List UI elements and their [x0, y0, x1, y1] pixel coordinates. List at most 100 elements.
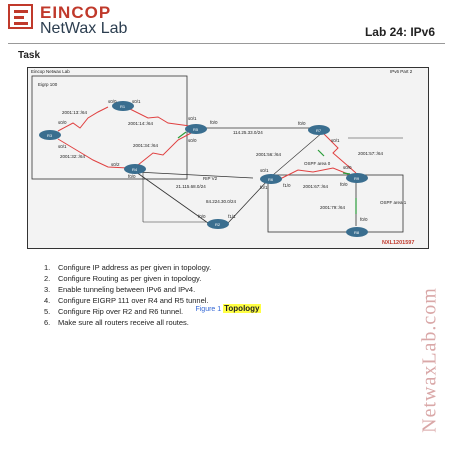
router-r5-icon: R5	[185, 124, 207, 134]
interface-label: s0/1	[132, 99, 141, 104]
interface-label: s0/0	[188, 138, 197, 143]
caption-prefix: Figure 1	[195, 306, 222, 313]
caption-highlight: Topology	[223, 304, 261, 313]
interface-label: f1/1	[228, 214, 236, 219]
interface-label: f0/0	[128, 174, 136, 179]
brand-subtitle: NetWax Lab	[40, 20, 128, 37]
frame-right-label: IPv6 Part 2	[390, 69, 413, 74]
list-item: 3. Enable tunneling between IPv6 and IPv4…	[44, 284, 211, 295]
link-r7-r9	[322, 132, 357, 174]
net-label: 2001:67::/64	[303, 184, 329, 189]
list-item-number: 3.	[44, 285, 51, 294]
interface-label: s0/0	[343, 165, 352, 170]
rip-label: RIP V2	[203, 176, 218, 181]
net-label: 21.115.68.0/24	[176, 184, 206, 189]
router-r1-icon: R1	[112, 101, 134, 111]
link-r2-r6	[227, 179, 269, 224]
list-item-text: Configure IP address as per given in top…	[58, 263, 212, 272]
interface-label: s0/1	[331, 138, 340, 143]
watermark: NetwaxLab.com	[410, 285, 450, 435]
list-item-text: Make sure all routers receive all routes…	[58, 318, 189, 327]
interface-label: f1/0	[283, 183, 291, 188]
router-r3-icon: R3	[39, 130, 61, 140]
header-divider	[8, 43, 445, 44]
link-r3-r4	[57, 138, 129, 169]
router-r6-icon: R6	[260, 174, 282, 184]
list-item: 2. Configure Routing as per given in topo…	[44, 273, 211, 284]
router-r6-label: R6	[268, 177, 274, 182]
net-label: 2001:32::/64	[60, 154, 86, 159]
task-list: 1. Configure IP address as per given in t…	[44, 262, 211, 328]
figure-caption: Figure 1 Topology	[28, 304, 428, 313]
link-r6-r7	[272, 131, 324, 176]
net-label: 2001:79::/64	[320, 205, 346, 210]
interface-label: f0/0	[210, 120, 218, 125]
interface-label: f0/0	[198, 214, 206, 219]
ospf-area0-label: OSPF area 0	[304, 161, 331, 166]
interface-label: s0/0	[108, 99, 117, 104]
interface-label: f0/0	[360, 217, 368, 222]
arrow-icon	[177, 131, 187, 139]
list-item-number: 6.	[44, 318, 51, 327]
router-r2-icon: R2	[207, 219, 229, 229]
list-item: 4. Configure EIGRP 111 over R4 and R5 tun…	[44, 295, 211, 306]
router-r2-label: R2	[215, 222, 221, 227]
eigrp-region	[31, 75, 188, 180]
router-r9-icon: R9	[346, 173, 368, 183]
ospf-area1-label: OSPF area 1	[380, 200, 407, 205]
net-label: 84.224.30.0/24	[206, 199, 237, 204]
router-r8-label: R8	[354, 230, 360, 235]
list-item-text: Configure Rip over R2 and R6 tunnel.	[58, 307, 184, 316]
router-r9-label: R9	[354, 176, 360, 181]
router-r4-icon: R4	[124, 164, 146, 174]
section-title: Task	[18, 50, 41, 61]
router-r1-label: R1	[120, 104, 126, 109]
arrow-icon	[317, 149, 325, 157]
brand-name: EINCOP	[40, 3, 112, 22]
list-item-number: 5.	[44, 307, 51, 316]
net-label: 2001:14::/64	[128, 121, 154, 126]
list-item: 1. Configure IP address as per given in t…	[44, 262, 211, 273]
net-label: 2001:56::/64	[256, 152, 282, 157]
interface-label: f0/0	[340, 182, 348, 187]
list-item-number: 2.	[44, 274, 51, 283]
interface-label: s0/1	[58, 144, 67, 149]
watermark-text: NetwaxLab.com	[418, 287, 441, 433]
net-label: 2001:57::/64	[358, 151, 384, 156]
ospf-area1-region	[267, 174, 404, 233]
link-r6-r9	[277, 167, 354, 181]
router-r8-icon: R8	[346, 227, 368, 237]
interface-label: s0/2	[111, 162, 120, 167]
list-item-text: Configure EIGRP 111 over R4 and R5 tunne…	[58, 296, 209, 305]
topology-svg: R1 R3 R4 R5 R7 R6 R9 R2 R8 Eincop Netwax…	[31, 69, 414, 246]
list-item-text: Enable tunneling between IPv6 and IPv4.	[58, 285, 196, 294]
list-item-number: 1.	[44, 263, 51, 272]
list-item-text: Configure Routing as per given in topolo…	[58, 274, 202, 283]
interface-label: s0/1	[188, 116, 197, 121]
router-r5-label: R5	[193, 127, 199, 132]
interface-label: s0/0	[58, 120, 67, 125]
link-r3-r1	[57, 106, 109, 132]
interface-label: f0/0	[298, 121, 306, 126]
link-r4-r5	[137, 131, 194, 166]
link-r1-r5	[127, 107, 191, 127]
net-label: 2001:34::/64	[133, 143, 159, 148]
router-r7-icon: R7	[308, 125, 330, 135]
router-r3-label: R3	[47, 133, 53, 138]
list-item: 6. Make sure all routers receive all rout…	[44, 317, 211, 328]
nxl-label: NXL1201597	[382, 240, 414, 246]
lab-title: Lab 24: IPv6	[364, 25, 435, 39]
interface-label: s0/1	[260, 168, 269, 173]
router-r4-label: R4	[132, 167, 138, 172]
arrow-icon	[342, 172, 351, 175]
link-r4-r2	[135, 171, 209, 224]
eincop-logo-icon	[8, 4, 33, 29]
eigrp-label: Eigrp 100	[38, 82, 58, 87]
list-item: 5. Configure Rip over R2 and R6 tunnel.	[44, 306, 211, 317]
net-label: 2001:13::/64	[62, 110, 88, 115]
net-label: 114.25.33.0/24	[233, 130, 263, 135]
router-r7-label: R7	[316, 128, 322, 133]
interface-label: f0/1	[260, 185, 268, 190]
list-item-number: 4.	[44, 296, 51, 305]
frame-title: Eincop Netwax Lab	[31, 69, 70, 74]
